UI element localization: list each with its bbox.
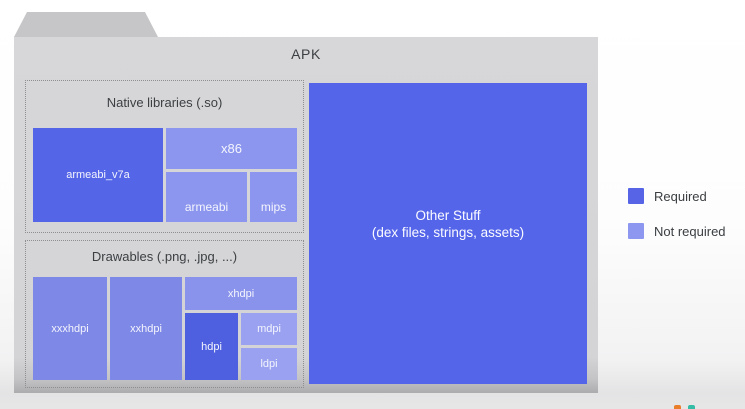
treemap-box-x86: x86 [166, 128, 297, 169]
legend-row-not-required: Not required [628, 223, 726, 239]
treemap-box-mdpi: mdpi [241, 313, 297, 345]
other-stuff-line2: (dex files, strings, assets) [371, 224, 525, 240]
drawables-section: Drawables (.png, .jpg, ...) [25, 240, 304, 388]
treemap-box-other-stuff: Other Stuff (dex files, strings, assets) [309, 83, 587, 384]
treemap-box-armeabi-v7a: armeabi_v7a [33, 128, 163, 222]
treemap-box-mips: mips [250, 172, 297, 222]
treemap-box-hdpi: hdpi [185, 313, 238, 380]
legend-row-required: Required [628, 188, 726, 204]
treemap-box-xhdpi: xhdpi [185, 277, 297, 310]
required-label: Required [654, 188, 707, 204]
folder-tab [14, 12, 158, 37]
treemap-box-armeabi: armeabi [166, 172, 247, 222]
not-required-color-swatch [628, 223, 644, 239]
bottom-edge-orange-artifact [674, 405, 681, 409]
treemap-box-xxxhdpi: xxxhdpi [33, 277, 107, 380]
other-stuff-line1: Other Stuff [415, 207, 481, 223]
legend: Required Not required [628, 188, 726, 258]
not-required-label: Not required [654, 223, 726, 239]
apk-title: APK [291, 46, 321, 62]
treemap-box-ldpi: ldpi [241, 348, 297, 380]
native-libraries-section: Native libraries (.so) [25, 80, 304, 233]
treemap-box-xxhdpi: xxhdpi [110, 277, 182, 380]
native-libraries-title: Native libraries (.so) [106, 95, 223, 110]
drawables-title: Drawables (.png, .jpg, ...) [91, 249, 238, 264]
required-color-swatch [628, 188, 644, 204]
bottom-edge-teal-artifact [688, 405, 695, 409]
